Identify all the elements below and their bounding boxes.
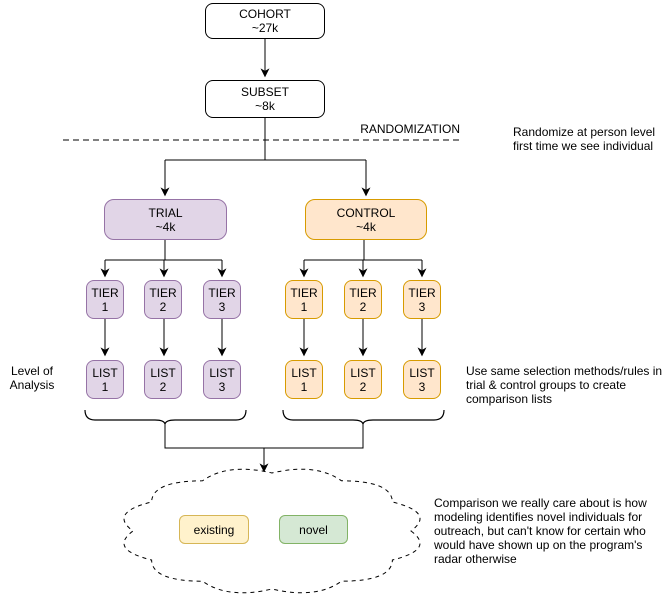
list-label: LIST [209,365,235,380]
list-num: 1 [300,379,308,394]
list-num: 2 [359,379,367,394]
node-trial: TRIAL ~4k [104,199,227,240]
connector-merge-bar [164,424,364,449]
comparison-note: Comparison we really care about is how m… [434,496,647,566]
randomization-label: RANDOMIZATION [360,122,460,136]
cohort-label: COHORT [239,7,291,21]
tier-num: 2 [359,299,367,314]
node-cohort: COHORT ~27k [205,3,325,39]
node-trial-list-3: LIST 3 [203,360,241,399]
tier-label: TIER [91,285,119,300]
tier-num: 1 [101,299,109,314]
list-label: LIST [150,365,176,380]
node-control-tier-2: TIER 2 [344,280,382,319]
list-label: LIST [92,365,118,380]
tier-label: TIER [149,285,177,300]
novel-label: novel [299,522,328,537]
subset-label: SUBSET [240,85,289,99]
randomize-note: Randomize at person level first time we … [513,125,656,153]
node-trial-tier-3: TIER 3 [203,280,241,319]
comparison-cloud [123,468,421,594]
node-control-tier-1: TIER 1 [285,280,323,319]
control-lists-brace [282,409,445,425]
tier-num: 1 [300,299,308,314]
list-num: 3 [418,379,426,394]
node-trial-tier-1: TIER 1 [86,280,124,319]
connector-subset-split [165,118,366,161]
connector-control-tier-bar [304,240,422,261]
node-control-list-1: LIST 1 [285,360,323,399]
selection-note: Use same selection methods/rules in tria… [466,364,663,406]
trial-label: TRIAL [148,205,183,220]
node-trial-tier-2: TIER 2 [144,280,182,319]
node-control-tier-3: TIER 3 [403,280,441,319]
node-subset: SUBSET ~8k [205,80,325,118]
trial-lists-brace [84,409,247,425]
existing-label: existing [193,522,235,537]
node-control-list-2: LIST 2 [344,360,382,399]
node-trial-list-1: LIST 1 [86,360,124,399]
tier-label: TIER [208,285,236,300]
tier-label: TIER [349,285,377,300]
tier-num: 3 [418,299,426,314]
node-control-list-3: LIST 3 [403,360,441,399]
list-label: LIST [409,365,435,380]
list-label: LIST [291,365,317,380]
connector-trial-tier-bar [105,240,222,261]
list-num: 1 [101,379,109,394]
trial-count: ~4k [155,219,176,234]
cohort-count: ~27k [251,21,279,35]
tier-label: TIER [408,285,436,300]
node-trial-list-2: LIST 2 [144,360,182,399]
subset-count: ~8k [255,99,275,113]
list-label: LIST [350,365,376,380]
tier-num: 3 [218,299,226,314]
control-label: CONTROL [336,205,396,220]
tier-num: 2 [159,299,167,314]
list-num: 3 [218,379,226,394]
control-count: ~4k [356,219,376,234]
node-novel: novel [279,515,348,544]
tier-label: TIER [290,285,318,300]
list-num: 2 [159,379,167,394]
level-of-analysis-label: Level of Analysis [9,364,55,392]
node-control: CONTROL ~4k [305,199,427,240]
node-existing: existing [179,515,249,544]
